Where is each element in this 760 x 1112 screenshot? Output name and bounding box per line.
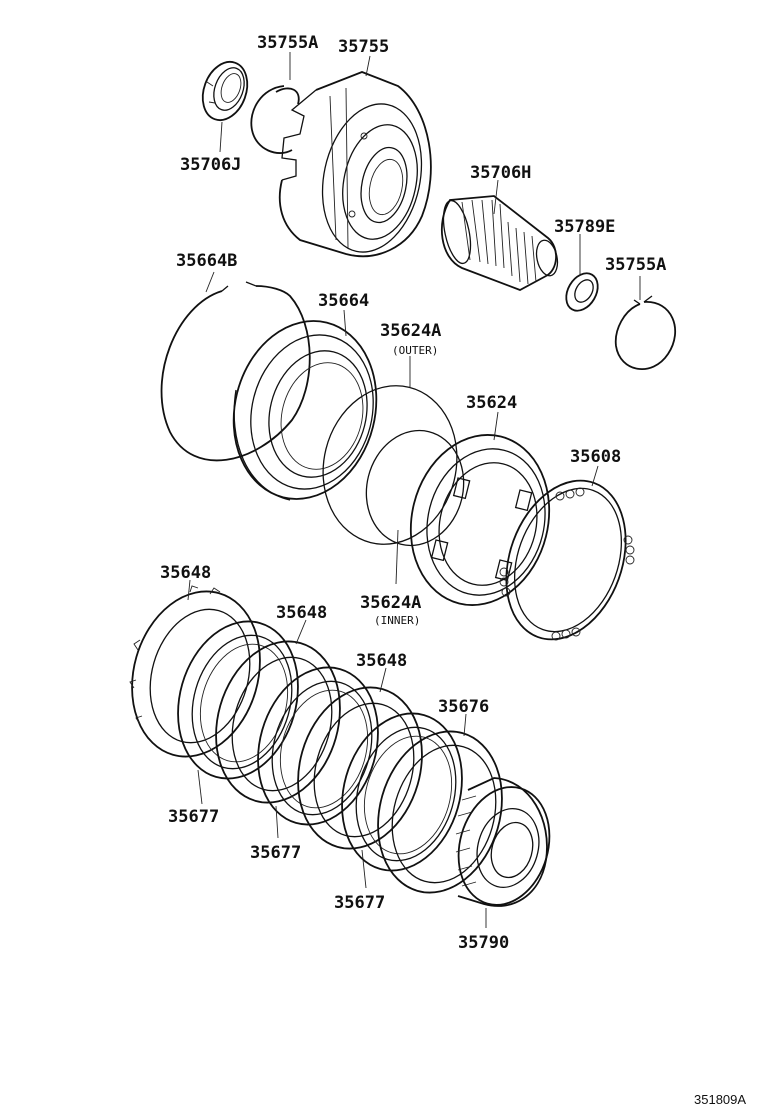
part-35790-clutch-hub[interactable] <box>445 776 563 916</box>
label-35677-b[interactable]: 35677 <box>250 843 301 863</box>
part-35648-clutch-plate-3[interactable] <box>280 673 441 864</box>
label-35676[interactable]: 35676 <box>438 697 489 717</box>
label-35790[interactable]: 35790 <box>458 933 509 953</box>
label-35789E[interactable]: 35789E <box>554 217 615 237</box>
part-35789E-thrust-washer[interactable] <box>560 268 604 317</box>
note-inner: (INNER) <box>374 614 420 627</box>
label-35677-c[interactable]: 35677 <box>334 893 385 913</box>
part-35706H-sun-gear-shaft[interactable] <box>439 195 561 291</box>
part-35664B-snap-ring-large[interactable] <box>160 281 311 462</box>
label-35624A-inner[interactable]: 35624A <box>360 593 421 613</box>
label-35664B[interactable]: 35664B <box>176 251 237 271</box>
note-outer: (OUTER) <box>392 344 438 357</box>
part-35677-clutch-disc-3[interactable] <box>324 699 480 885</box>
part-labels: 35755A 35755 35706J 35706H 35789E 35755A… <box>160 33 746 1107</box>
label-35624A-outer[interactable]: 35624A <box>380 321 441 341</box>
part-35676-flange-plate[interactable] <box>360 717 521 908</box>
label-35624[interactable]: 35624 <box>466 393 517 413</box>
label-35677-a[interactable]: 35677 <box>168 807 219 827</box>
label-35706J[interactable]: 35706J <box>180 155 241 175</box>
part-35624-return-spring-retainer[interactable] <box>393 420 567 620</box>
part-35755-clutch-drum[interactable] <box>278 71 435 261</box>
part-35755A-snap-ring-top[interactable] <box>250 85 300 154</box>
part-35648-clutch-plate-1[interactable] <box>113 576 279 772</box>
part-35624A-inner-o-ring[interactable] <box>354 420 475 556</box>
label-35706H[interactable]: 35706H <box>470 163 531 183</box>
label-35608[interactable]: 35608 <box>570 447 621 467</box>
part-35664-clutch-piston[interactable] <box>215 306 394 515</box>
part-35677-clutch-disc-2[interactable] <box>240 653 396 839</box>
part-35755A-snap-ring-right[interactable] <box>614 295 677 370</box>
label-35648-a[interactable]: 35648 <box>160 563 211 583</box>
part-35624A-outer-o-ring[interactable] <box>307 371 474 558</box>
label-35648-b[interactable]: 35648 <box>276 603 327 623</box>
label-35664[interactable]: 35664 <box>318 291 369 311</box>
label-35755-top[interactable]: 35755 <box>338 37 389 57</box>
label-35648-c[interactable]: 35648 <box>356 651 407 671</box>
part-35608-return-spring-set[interactable] <box>485 464 646 656</box>
diagram-reference-code: 351809A <box>694 1092 746 1107</box>
label-35755A-right[interactable]: 35755A <box>605 255 666 275</box>
leader-lines <box>187 52 641 928</box>
part-35706J-oil-seal[interactable] <box>195 56 255 127</box>
label-35755A-top[interactable]: 35755A <box>257 33 318 53</box>
